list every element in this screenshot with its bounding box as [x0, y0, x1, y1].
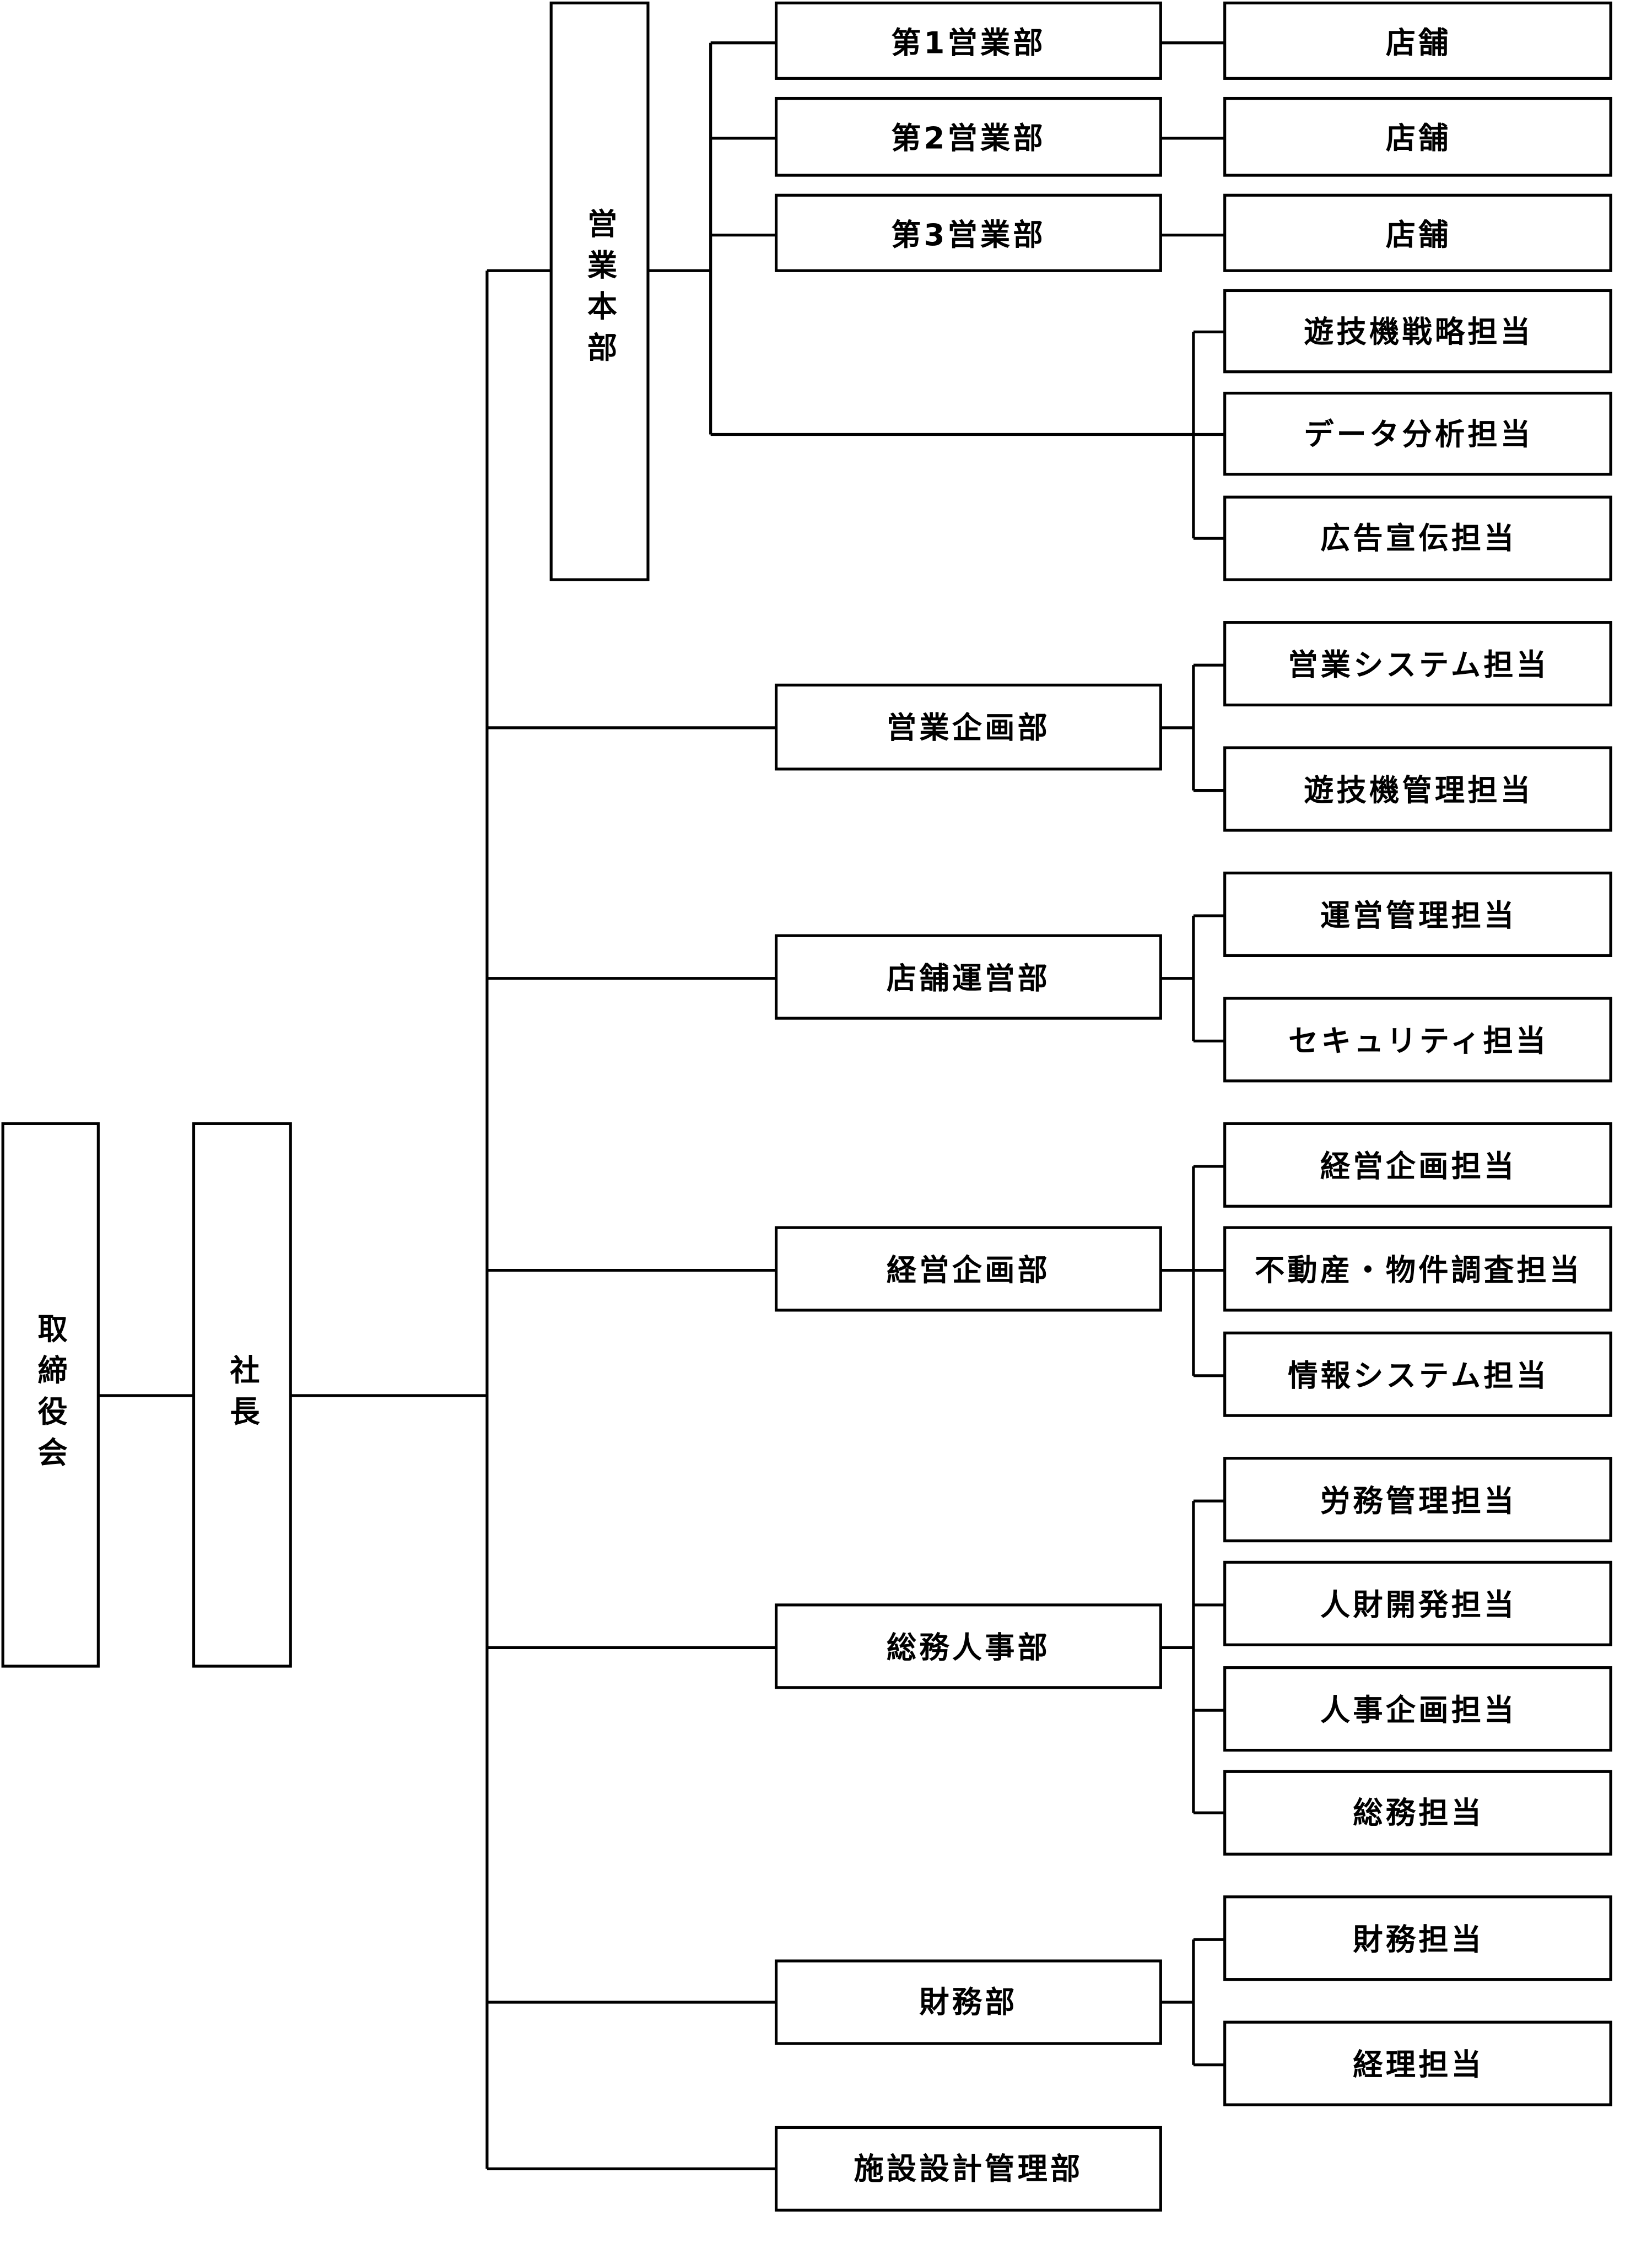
- dept-label: 営業企画部: [887, 710, 1050, 745]
- unit-label: 不動産・物件調査担当: [1255, 1253, 1582, 1288]
- store-label: 店舗: [1386, 25, 1451, 60]
- dept-label: 施設設計管理部: [854, 2152, 1083, 2186]
- dept-store-operations: 店舗運営部 運営管理担当 セキュリティ担当: [774, 871, 1612, 1083]
- unit-label: 労務管理担当: [1320, 1484, 1517, 1518]
- dept-label: 経営企画部: [887, 1253, 1050, 1288]
- president-label: 社長: [225, 1354, 260, 1437]
- unit-label: 運営管理担当: [1320, 899, 1517, 933]
- sales-dept-1: 第1営業部 店舗: [774, 1, 1612, 80]
- president-box: 社長: [192, 1122, 292, 1668]
- unit-label: 遊技機戦略担当: [1304, 315, 1533, 349]
- dept-label: 第3営業部: [891, 218, 1046, 252]
- unit-label: 人事企画担当: [1320, 1693, 1517, 1728]
- store-label: 店舗: [1386, 218, 1451, 252]
- dept-label: 総務人事部: [887, 1630, 1050, 1665]
- dept-label: 第2営業部: [891, 121, 1046, 155]
- unit-label: 情報システム担当: [1288, 1358, 1549, 1393]
- sales-hq-staff: 遊技機戦略担当 データ分析担当 広告宣伝担当: [1223, 289, 1612, 581]
- dept-general-affairs-hr: 総務人事部 労務管理担当 人財開発担当 人事企画担当 総務担当: [774, 1457, 1612, 1856]
- unit-label: 経理担当: [1353, 2047, 1484, 2082]
- sales-dept-2: 第2営業部 店舗: [774, 96, 1612, 177]
- dept-label: 店舗運営部: [887, 961, 1050, 996]
- board-box: 取締役会: [1, 1122, 100, 1668]
- sales-hq-box: 営業本部: [549, 1, 650, 581]
- unit-label: 人財開発担当: [1320, 1587, 1517, 1622]
- unit-label: 財務担当: [1353, 1922, 1484, 1957]
- unit-label: 総務担当: [1353, 1796, 1484, 1830]
- unit-label: データ分析担当: [1304, 417, 1533, 452]
- dept-finance: 財務部 財務担当 経理担当: [774, 1895, 1612, 2106]
- board-label: 取締役会: [33, 1313, 67, 1478]
- dept-label: 財務部: [919, 1985, 1017, 2020]
- unit-label: セキュリティ担当: [1288, 1024, 1548, 1058]
- unit-label: 営業システム担当: [1288, 648, 1549, 683]
- unit-label: 経営企画担当: [1320, 1149, 1517, 1183]
- dept-sales-planning: 営業企画部 営業システム担当 遊技機管理担当: [774, 621, 1612, 832]
- dept-label: 第1営業部: [891, 25, 1046, 60]
- dept-corporate-planning: 経営企画部 経営企画担当 不動産・物件調査担当 情報システム担当: [774, 1122, 1612, 1417]
- sales-dept-3: 第3営業部 店舗: [774, 193, 1612, 272]
- sales-hq-label: 営業本部: [582, 208, 617, 373]
- connectors: [98, 41, 1225, 2170]
- unit-label: 遊技機管理担当: [1304, 773, 1533, 808]
- dept-facility-design: 施設設計管理部: [774, 2126, 1162, 2212]
- store-label: 店舗: [1386, 121, 1451, 155]
- unit-label: 広告宣伝担当: [1320, 521, 1517, 556]
